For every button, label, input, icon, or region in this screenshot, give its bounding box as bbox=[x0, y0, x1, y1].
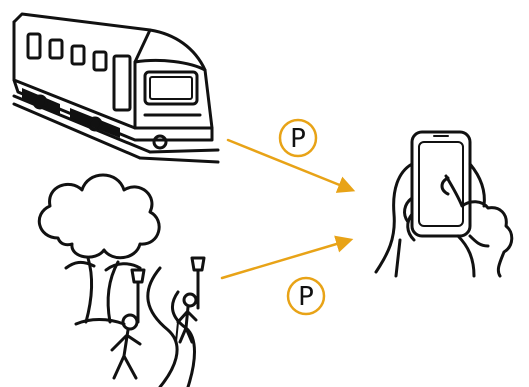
points-badge-bottom: P bbox=[288, 278, 324, 314]
park-walkers-icon bbox=[39, 175, 204, 387]
train-icon bbox=[14, 14, 218, 162]
smartphone-in-hands-icon bbox=[376, 132, 512, 276]
points-badge-bottom-label: P bbox=[298, 282, 314, 312]
points-badge-top-label: P bbox=[290, 124, 306, 154]
arrow-bottom bbox=[222, 240, 350, 278]
points-badge-top: P bbox=[280, 120, 316, 156]
